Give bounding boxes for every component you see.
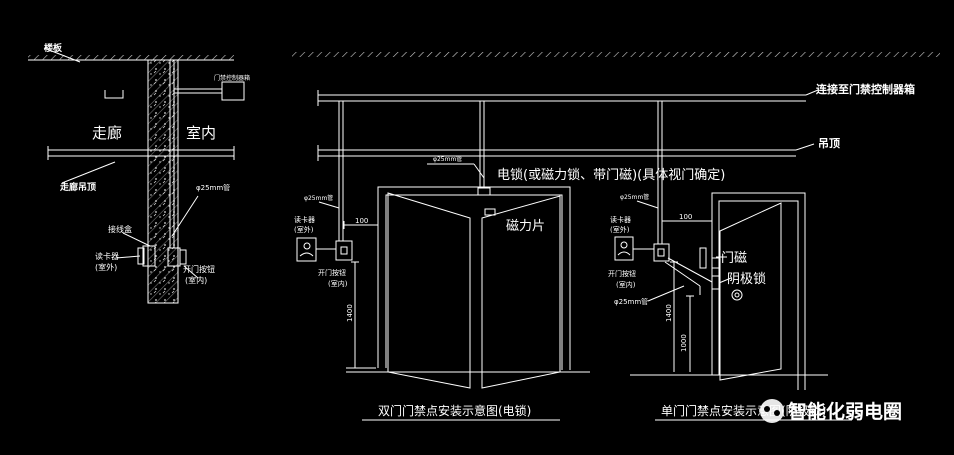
ceiling-label: 吊顶 <box>818 137 840 150</box>
indoor-label: 室内 <box>186 124 216 142</box>
reader-double-sub-label: (室外) <box>294 225 314 234</box>
exit-button-label: 开门按钮 <box>183 264 215 274</box>
reader-outside-label: 读卡器 <box>95 251 119 261</box>
exit-button-double-label: 开门按钮 <box>318 268 346 277</box>
pipe-25-top-label: φ25mm管 <box>433 155 462 163</box>
watermark: 智能化弱电圈 <box>760 399 902 423</box>
reader-outside-sub-label: (室外) <box>95 262 117 272</box>
dim-100-double: 100 <box>355 217 368 225</box>
single-door-caption: 单门门禁点安装示意图(阴极锁) <box>661 403 826 418</box>
cathode-lock-label: 阴极锁 <box>727 271 766 287</box>
reader-double-label: 读卡器 <box>294 215 315 224</box>
controller-box-small-label: 门禁控制器箱 <box>214 74 250 82</box>
door-magnet-label: 门磁 <box>721 251 747 266</box>
pipe-25-double-label: φ25mm管 <box>304 194 333 202</box>
dim-1400-single: 1400 <box>665 304 673 322</box>
watermark-text: 智能化弱电圈 <box>788 400 902 423</box>
dim-100-single: 100 <box>679 213 692 221</box>
exit-button-single-label: 开门按钮 <box>608 269 636 278</box>
corridor-ceiling-label: 走廊吊顶 <box>59 181 96 193</box>
dim-1000-single: 1000 <box>680 334 688 352</box>
conduit-system <box>296 89 852 421</box>
pipe-25-single2-label: φ25mm管 <box>614 297 648 306</box>
dim-1400-double: 1400 <box>346 304 354 322</box>
exit-button-double-sub-label: (室内) <box>328 279 348 288</box>
top-slab <box>292 52 940 57</box>
electric-lock-label: 电锁(或磁力锁、带门磁)(具体视门确定) <box>497 167 725 183</box>
exit-button-sub-label: (室内) <box>185 275 207 285</box>
reader-single-sub-label: (室外) <box>610 225 630 234</box>
pipe-25-single-label: φ25mm管 <box>620 193 649 201</box>
reader-single-label: 读卡器 <box>610 215 631 224</box>
pipe-25-left-label: φ25mm管 <box>196 183 230 192</box>
double-door-caption: 双门门禁点安装示意图(电锁) <box>378 403 531 418</box>
floor-slab-label: 楼板 <box>44 42 63 54</box>
magnet-plate-label: 磁力片 <box>506 219 545 234</box>
corridor-label: 走廊 <box>92 124 122 142</box>
junction-box-label: 接线盒 <box>108 224 132 234</box>
wall-section <box>28 47 245 304</box>
exit-button-single-sub-label: (室内) <box>616 280 636 289</box>
connect-controller-label: 连接至门禁控制器箱 <box>816 82 915 96</box>
